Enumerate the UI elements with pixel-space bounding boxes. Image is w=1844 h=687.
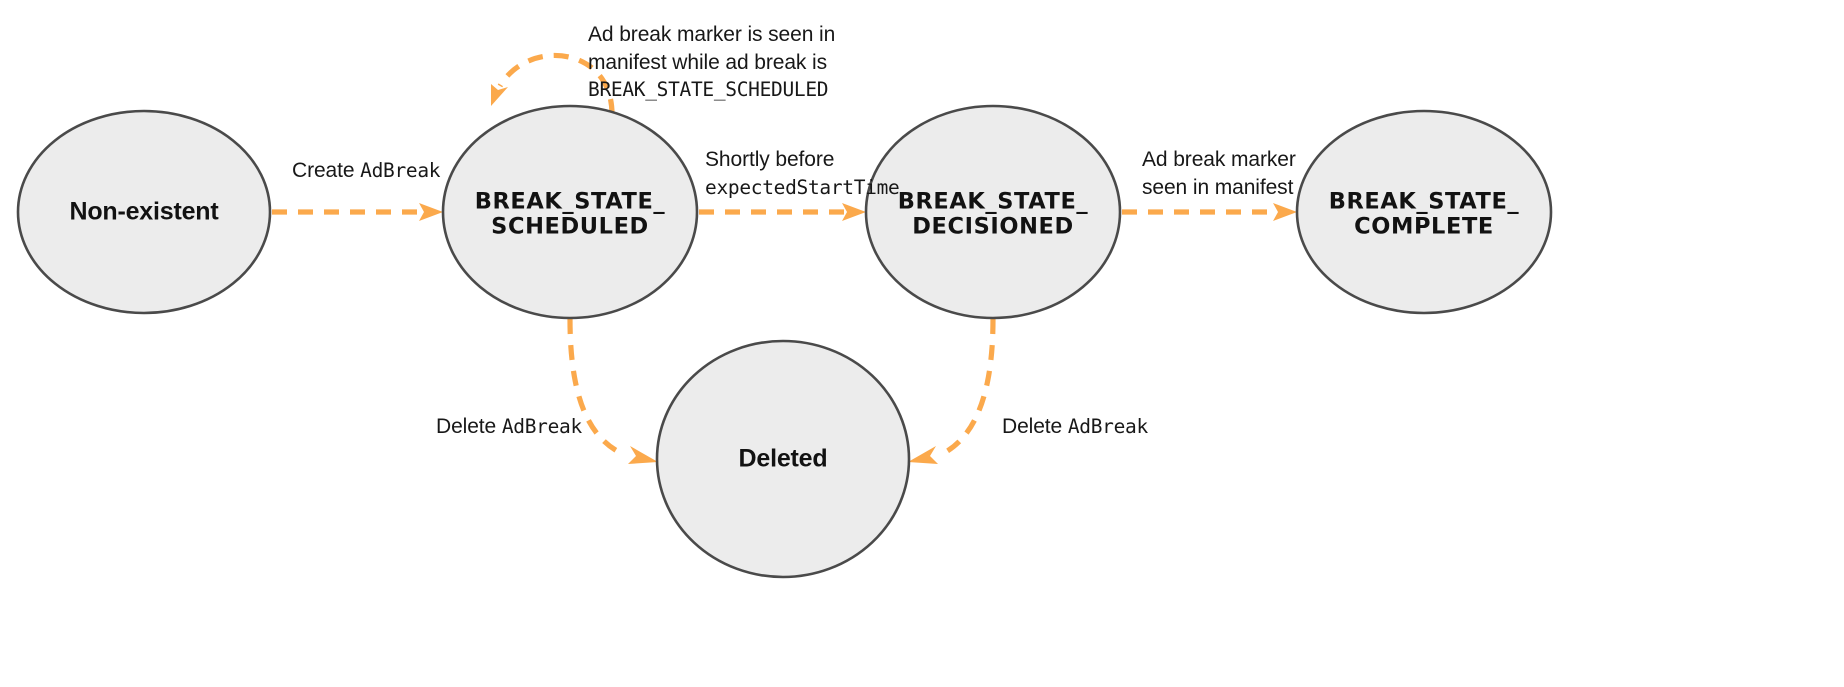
edge-label-marker-seen-in-manifest: Ad break marker seen in manifest (1142, 148, 1296, 199)
edge-create-adbreak-arrowhead (419, 203, 443, 221)
edge-shortly-before-arrowhead (842, 203, 866, 221)
node-break-state-decisioned-label-line2: DECISIONED (912, 214, 1074, 240)
edge-label-shortly-before-expected-start: Shortly before expectedStartTime (705, 148, 900, 199)
edge-label-delete-from-scheduled: Delete AdBreak (436, 415, 582, 438)
edge-delete-from-scheduled-arrowhead (628, 446, 658, 464)
edge-create-adbreak (272, 203, 443, 221)
node-break-state-decisioned-label-line1: BREAK_STATE_ (898, 189, 1089, 215)
node-break-state-decisioned-shape (864, 104, 1122, 320)
node-break-state-scheduled-label-line2: SCHEDULED (491, 214, 649, 240)
node-deleted[interactable]: Deleted (655, 339, 911, 579)
node-non-existent-shape (16, 109, 272, 315)
edge-label-self-loop-marker-seen: Ad break marker is seen in manifest whil… (588, 23, 836, 102)
edge-label-create-adbreak: Create AdBreak (292, 159, 441, 182)
edge-label-delete-from-decisioned: Delete AdBreak (1002, 415, 1148, 438)
node-break-state-complete[interactable]: BREAK_STATE_ COMPLETE (1295, 109, 1553, 315)
edge-self-loop-marker-seen (491, 52, 615, 115)
edge-self-loop-arrowhead (491, 84, 508, 106)
node-break-state-complete-shape (1295, 109, 1553, 315)
node-non-existent-label: Non-existent (69, 198, 219, 226)
edge-shortly-before (699, 203, 866, 221)
node-break-state-complete-label-line1: BREAK_STATE_ (1329, 189, 1520, 215)
node-deleted-label: Deleted (739, 445, 828, 473)
node-break-state-decisioned[interactable]: BREAK_STATE_ DECISIONED (864, 104, 1122, 320)
node-break-state-scheduled-shape (441, 104, 699, 320)
node-break-state-scheduled[interactable]: BREAK_STATE_ SCHEDULED (441, 104, 699, 320)
edge-delete-from-decisioned (908, 318, 996, 464)
node-break-state-scheduled-label-line1: BREAK_STATE_ (475, 189, 666, 215)
node-break-state-complete-label-line2: COMPLETE (1354, 214, 1494, 240)
node-non-existent[interactable]: Non-existent (16, 109, 272, 315)
edge-delete-from-scheduled (567, 318, 658, 464)
edge-delete-from-scheduled-path (567, 318, 627, 458)
edge-self-loop-path (497, 52, 615, 115)
edge-delete-from-decisioned-path (938, 318, 996, 458)
node-deleted-shape (655, 339, 911, 579)
edge-marker-seen-arrowhead (1273, 203, 1297, 221)
edge-delete-from-decisioned-arrowhead (908, 446, 938, 464)
edge-marker-seen-in-manifest (1122, 203, 1297, 221)
